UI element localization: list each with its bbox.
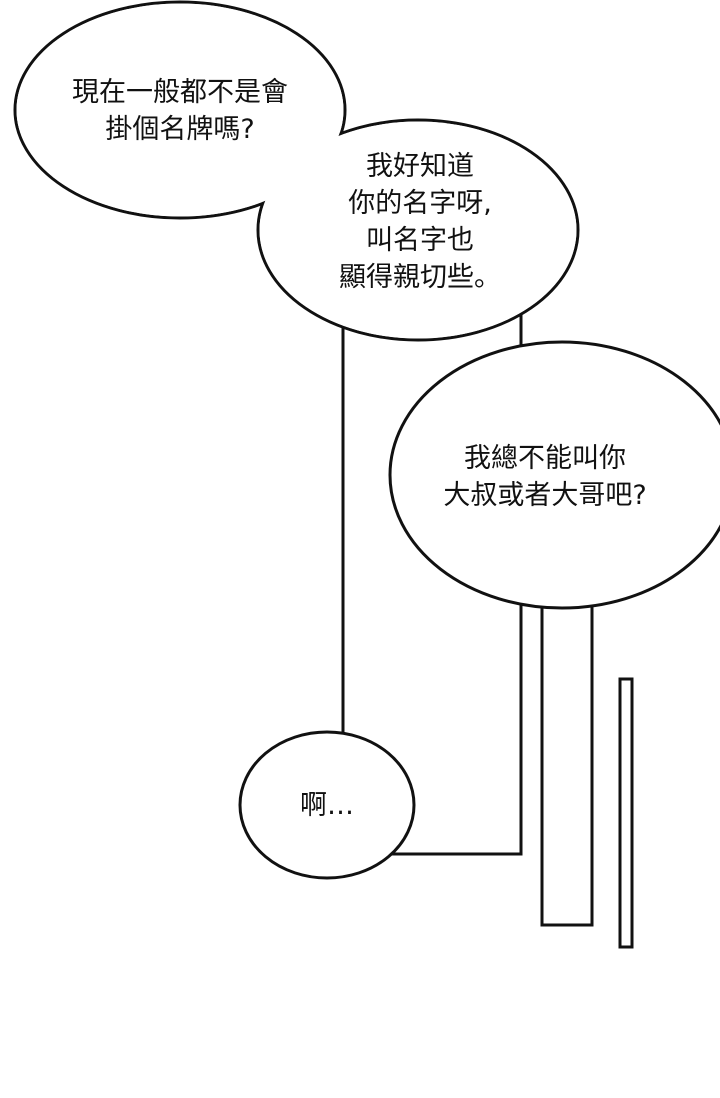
dialogue-line: 叫名字也 bbox=[366, 225, 474, 256]
door-frame-thin-post bbox=[618, 677, 634, 949]
speech-bubble-1-text: 現在一般都不是會 掛個名牌嗎? bbox=[40, 74, 320, 148]
dialogue-line: 你的名字呀, bbox=[348, 188, 492, 219]
dialogue-line: 掛個名牌嗎? bbox=[105, 114, 255, 145]
dialogue-line: 我總不能叫你 bbox=[464, 443, 626, 474]
speech-bubble-4-outline bbox=[238, 730, 416, 880]
dialogue-line: 大叔或者大哥吧? bbox=[443, 480, 647, 511]
dialogue-line: 啊… bbox=[300, 790, 354, 821]
speech-bubble-3-text: 我總不能叫你 大叔或者大哥吧? bbox=[420, 440, 670, 514]
dialogue-line: 現在一般都不是會 bbox=[72, 77, 288, 108]
speech-bubble-3-outline bbox=[388, 340, 720, 610]
speech-bubble-4-text: 啊… bbox=[260, 787, 394, 824]
door-frame-post bbox=[540, 588, 594, 927]
speech-bubble-2-text: 我好知道 你的名字呀, 叫名字也 顯得親切些。 bbox=[300, 148, 540, 296]
dialogue-line: 我好知道 bbox=[366, 151, 474, 182]
dialogue-line: 顯得親切些。 bbox=[339, 262, 501, 293]
